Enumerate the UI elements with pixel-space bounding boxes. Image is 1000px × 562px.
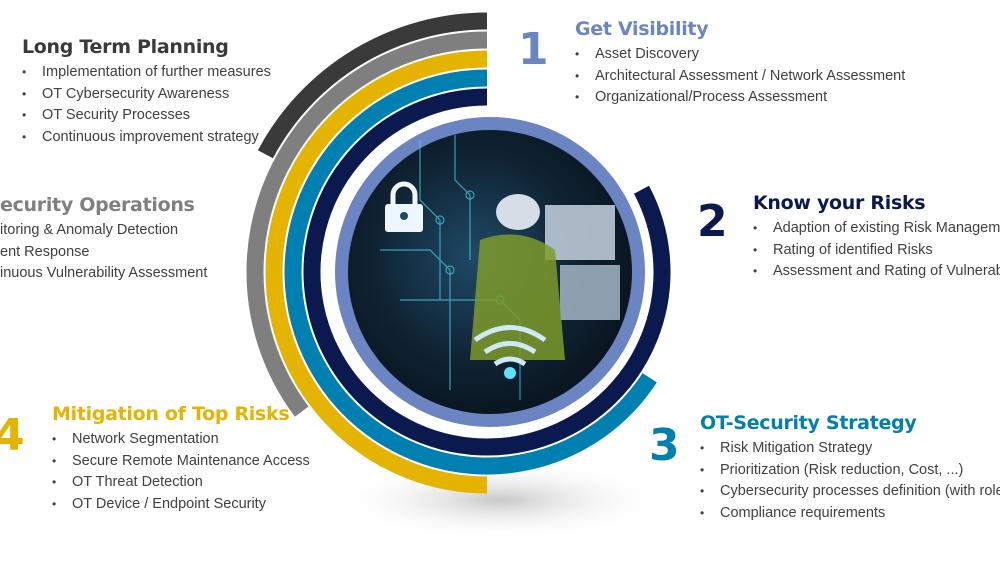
list-item: Adaption of existing Risk Management xyxy=(753,218,1000,240)
list-item: Architectural Assessment / Network Asses… xyxy=(575,66,905,88)
list-item: OT Device / Endpoint Security xyxy=(52,494,310,516)
long-term-planning-title: Long Term Planning xyxy=(22,36,229,58)
step2-number: 2 xyxy=(697,196,728,247)
monitor-screens xyxy=(545,205,620,320)
step3-number: 3 xyxy=(649,420,680,471)
wifi-icon xyxy=(473,325,547,379)
security-operations-section: ecurity Operations itoring & Anomaly Det… xyxy=(0,194,207,285)
arc-step2 xyxy=(303,88,671,456)
list-item: Assessment and Rating of Vulnerabiliti xyxy=(753,261,1000,283)
security-operations-title: ecurity Operations xyxy=(0,194,195,216)
list-item: OT Threat Detection xyxy=(52,472,310,494)
arc-step3 xyxy=(284,69,657,475)
step1-title: Get Visibility xyxy=(575,18,709,40)
list-item: Asset Discovery xyxy=(575,44,905,66)
list-item: Network Segmentation xyxy=(52,429,310,451)
list-item: Rating of identified Risks xyxy=(753,240,1000,262)
list-item: Implementation of further measures xyxy=(22,62,271,84)
arc-step6 xyxy=(257,12,488,159)
step3-section: OT-Security Strategy Risk Mitigation Str… xyxy=(700,412,1000,524)
list-item: Continuous improvement strategy xyxy=(22,127,271,149)
step1-number: 1 xyxy=(518,24,549,75)
step2-title: Know your Risks xyxy=(753,192,926,214)
lock-icon xyxy=(385,181,423,232)
list-item: OT Cybersecurity Awareness xyxy=(22,84,271,106)
list-item: Secure Remote Maintenance Access xyxy=(52,451,310,473)
list-item: ent Response xyxy=(0,243,90,260)
list-item: OT Security Processes xyxy=(22,105,271,127)
step4-number: 4 xyxy=(0,410,25,461)
list-item: Organizational/Process Assessment xyxy=(575,87,905,109)
list-item: Cybersecurity processes definition (with… xyxy=(700,481,1000,503)
list-item: Compliance requirements xyxy=(700,503,1000,525)
list-item: inuous Vulnerability Assessment xyxy=(0,265,208,281)
step4-section: Mitigation of Top Risks Network Segmenta… xyxy=(52,403,310,515)
step4-title: Mitigation of Top Risks xyxy=(52,403,290,425)
step1-section: Get Visibility Asset DiscoveryArchitectu… xyxy=(575,18,905,109)
arc-step5 xyxy=(246,31,488,417)
arc-step4 xyxy=(265,50,488,494)
long-term-planning-section: Long Term Planning Implementation of fur… xyxy=(22,36,271,148)
step2-section: Know your Risks Adaption of existing Ris… xyxy=(753,192,1000,283)
list-item: Risk Mitigation Strategy xyxy=(700,438,1000,460)
list-item: itoring & Anomaly Detection xyxy=(0,222,179,238)
list-item: Prioritization (Risk reduction, Cost, ..… xyxy=(700,460,1000,482)
step3-title: OT-Security Strategy xyxy=(700,412,917,434)
